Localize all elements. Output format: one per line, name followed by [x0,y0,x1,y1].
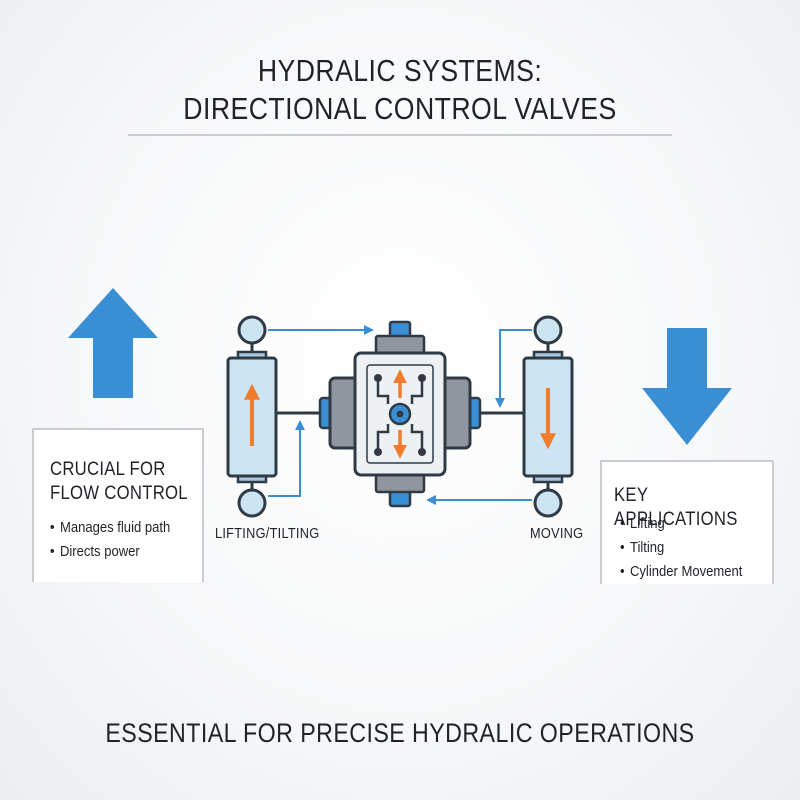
key-applications-list: Lifting Tilting Cylinder Movement [620,512,756,584]
lifting-tilting-label: LIFTING/TILTING [215,526,320,542]
key-applications-panel: KEY APPLICATIONS Lifting Tilting Cylinde… [600,460,774,584]
down-arrow-icon [642,328,732,445]
list-item: Lifting [620,512,742,536]
title-line-1: HYDRALIC SYSTEMS: [257,53,543,88]
flow-control-list: Manages fluid path Directs power [50,516,184,564]
directional-control-valve [318,320,482,508]
heading-line-1: CRUCIAL FOR [50,459,166,480]
heading-line-2: FLOW CONTROL [50,483,188,504]
moving-label: MOVING [530,526,584,542]
left-cylinder [226,315,278,518]
flow-control-panel: CRUCIAL FOR FLOW CONTROL Manages fluid p… [32,428,204,582]
list-item: Directs power [50,540,170,564]
list-item: Cylinder Movement [620,560,742,584]
flow-control-heading: CRUCIAL FOR FLOW CONTROL [50,458,200,506]
footer-caption: ESSENTIAL FOR PRECISE HYDRALIC OPERATION… [105,718,695,748]
title-divider [128,134,672,136]
up-arrow-icon [68,288,158,398]
flow-lines [268,325,532,505]
right-cylinder [522,315,574,518]
page-title: HYDRALIC SYSTEMS: DIRECTIONAL CONTROL VA… [56,52,744,128]
title-line-2: DIRECTIONAL CONTROL VALVES [183,91,617,126]
list-item: Manages fluid path [50,516,170,540]
list-item: Tilting [620,536,742,560]
